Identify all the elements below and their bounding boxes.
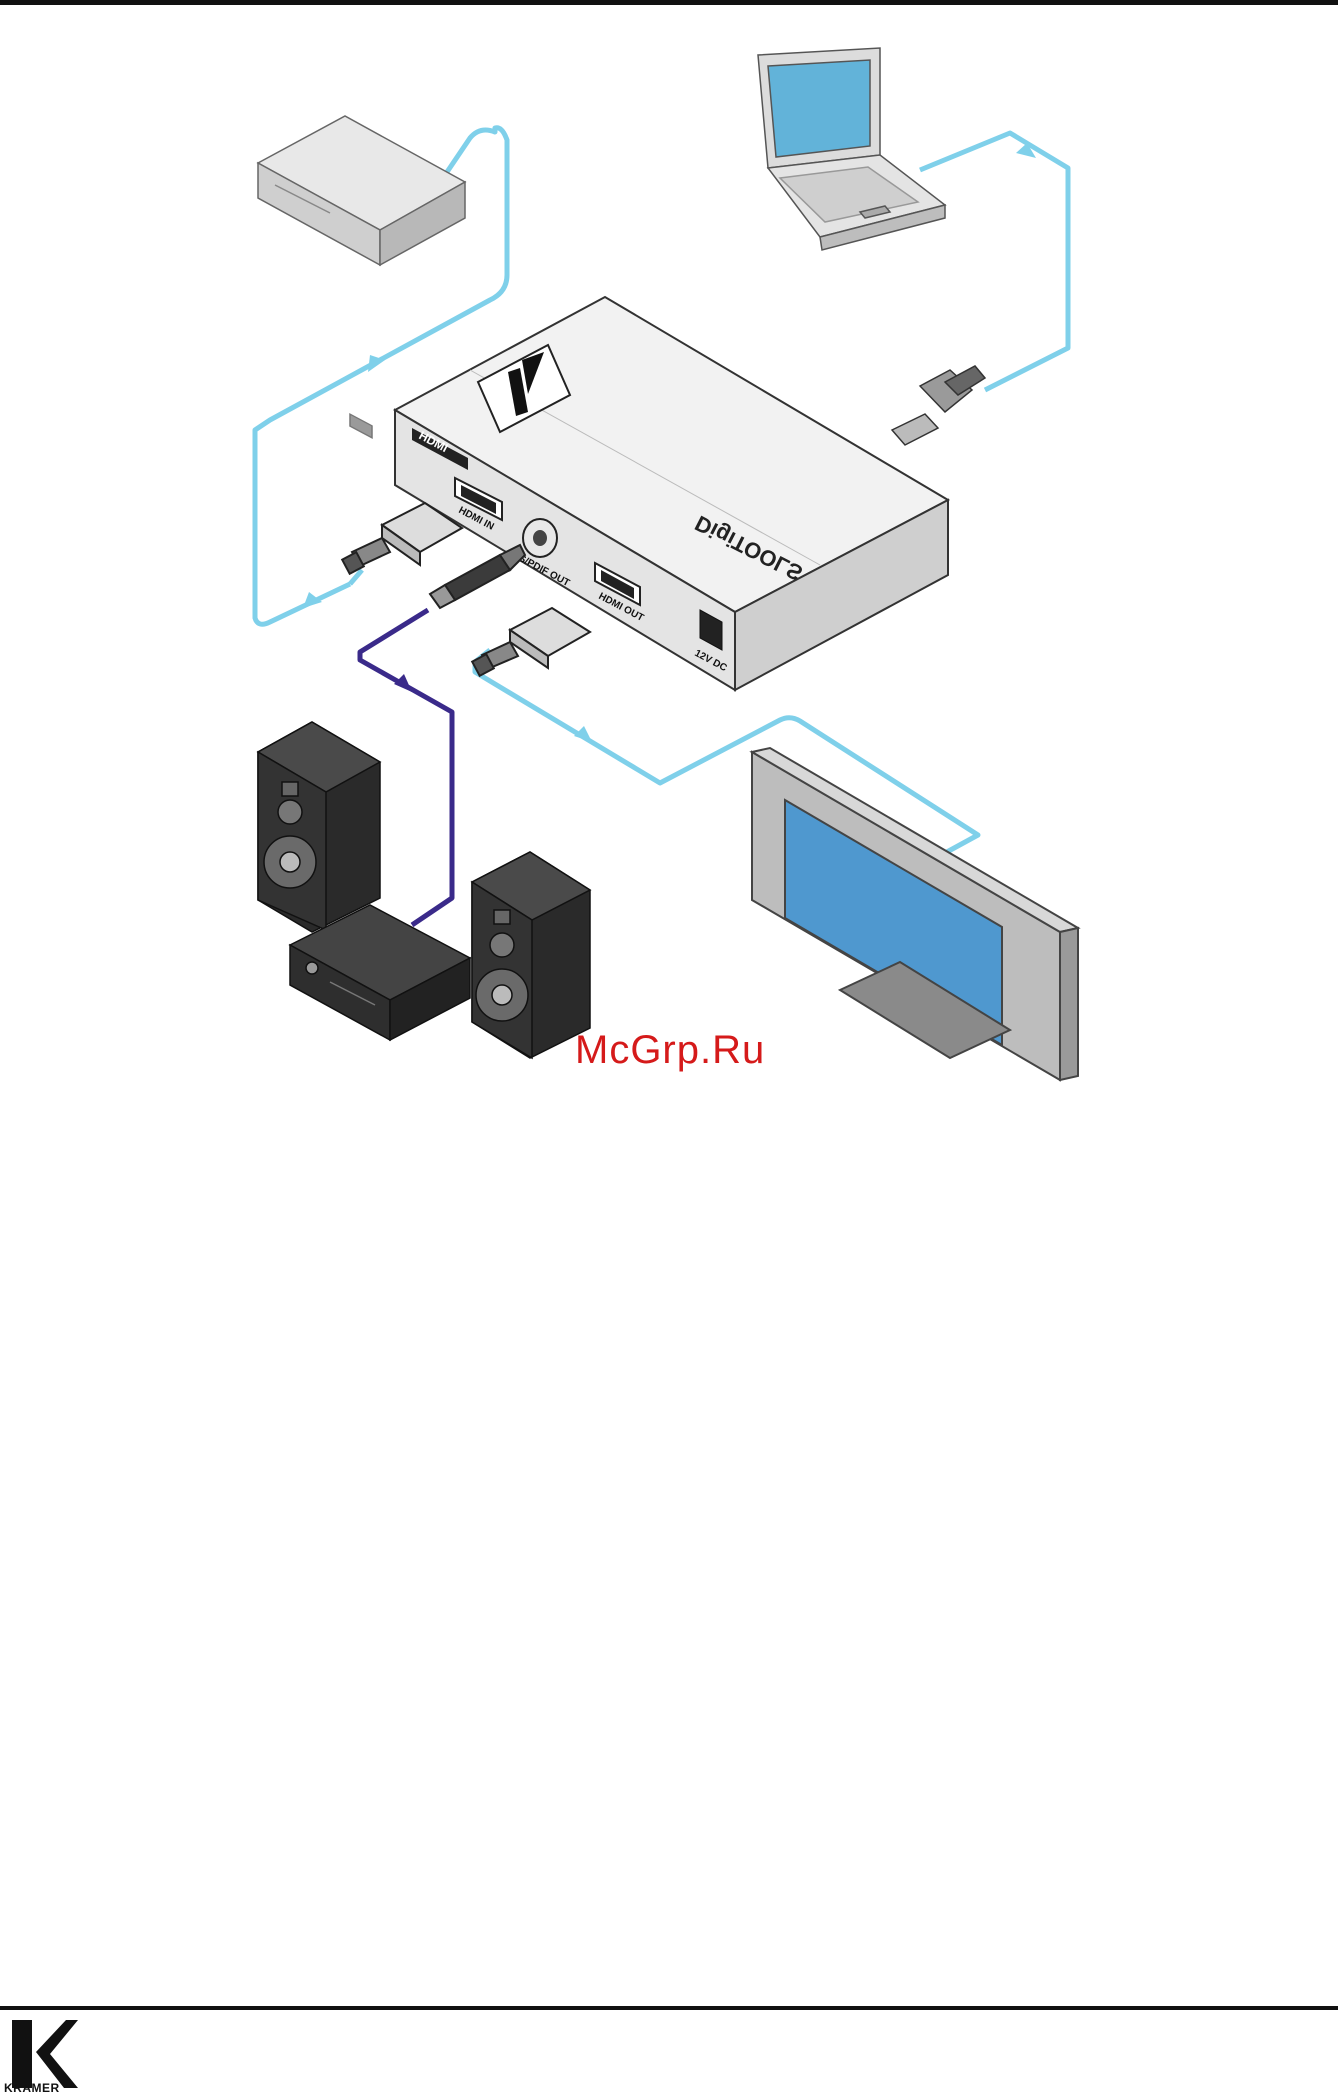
arrow-icon bbox=[303, 592, 322, 608]
watermark-text: McGrp.Ru bbox=[575, 1028, 765, 1073]
usb-cable-laptop-to-device bbox=[920, 133, 1068, 390]
speaker-icon bbox=[258, 722, 380, 932]
laptop-icon bbox=[758, 48, 945, 250]
connection-diagram: DigiTOOLS HDMI HDMI IN S/PDIF OUT HDMI O… bbox=[0, 0, 1338, 1100]
hdmi-plug-out bbox=[472, 608, 590, 676]
flat-screen-display-icon bbox=[752, 748, 1078, 1080]
arrow-icon bbox=[394, 674, 412, 692]
usb-connector-icon bbox=[892, 366, 985, 445]
rca-plug-spdif bbox=[430, 545, 525, 608]
footer-brand: KRAMER bbox=[4, 2081, 60, 2095]
speaker-icon bbox=[472, 852, 590, 1058]
bottom-rule bbox=[0, 2006, 1338, 2010]
